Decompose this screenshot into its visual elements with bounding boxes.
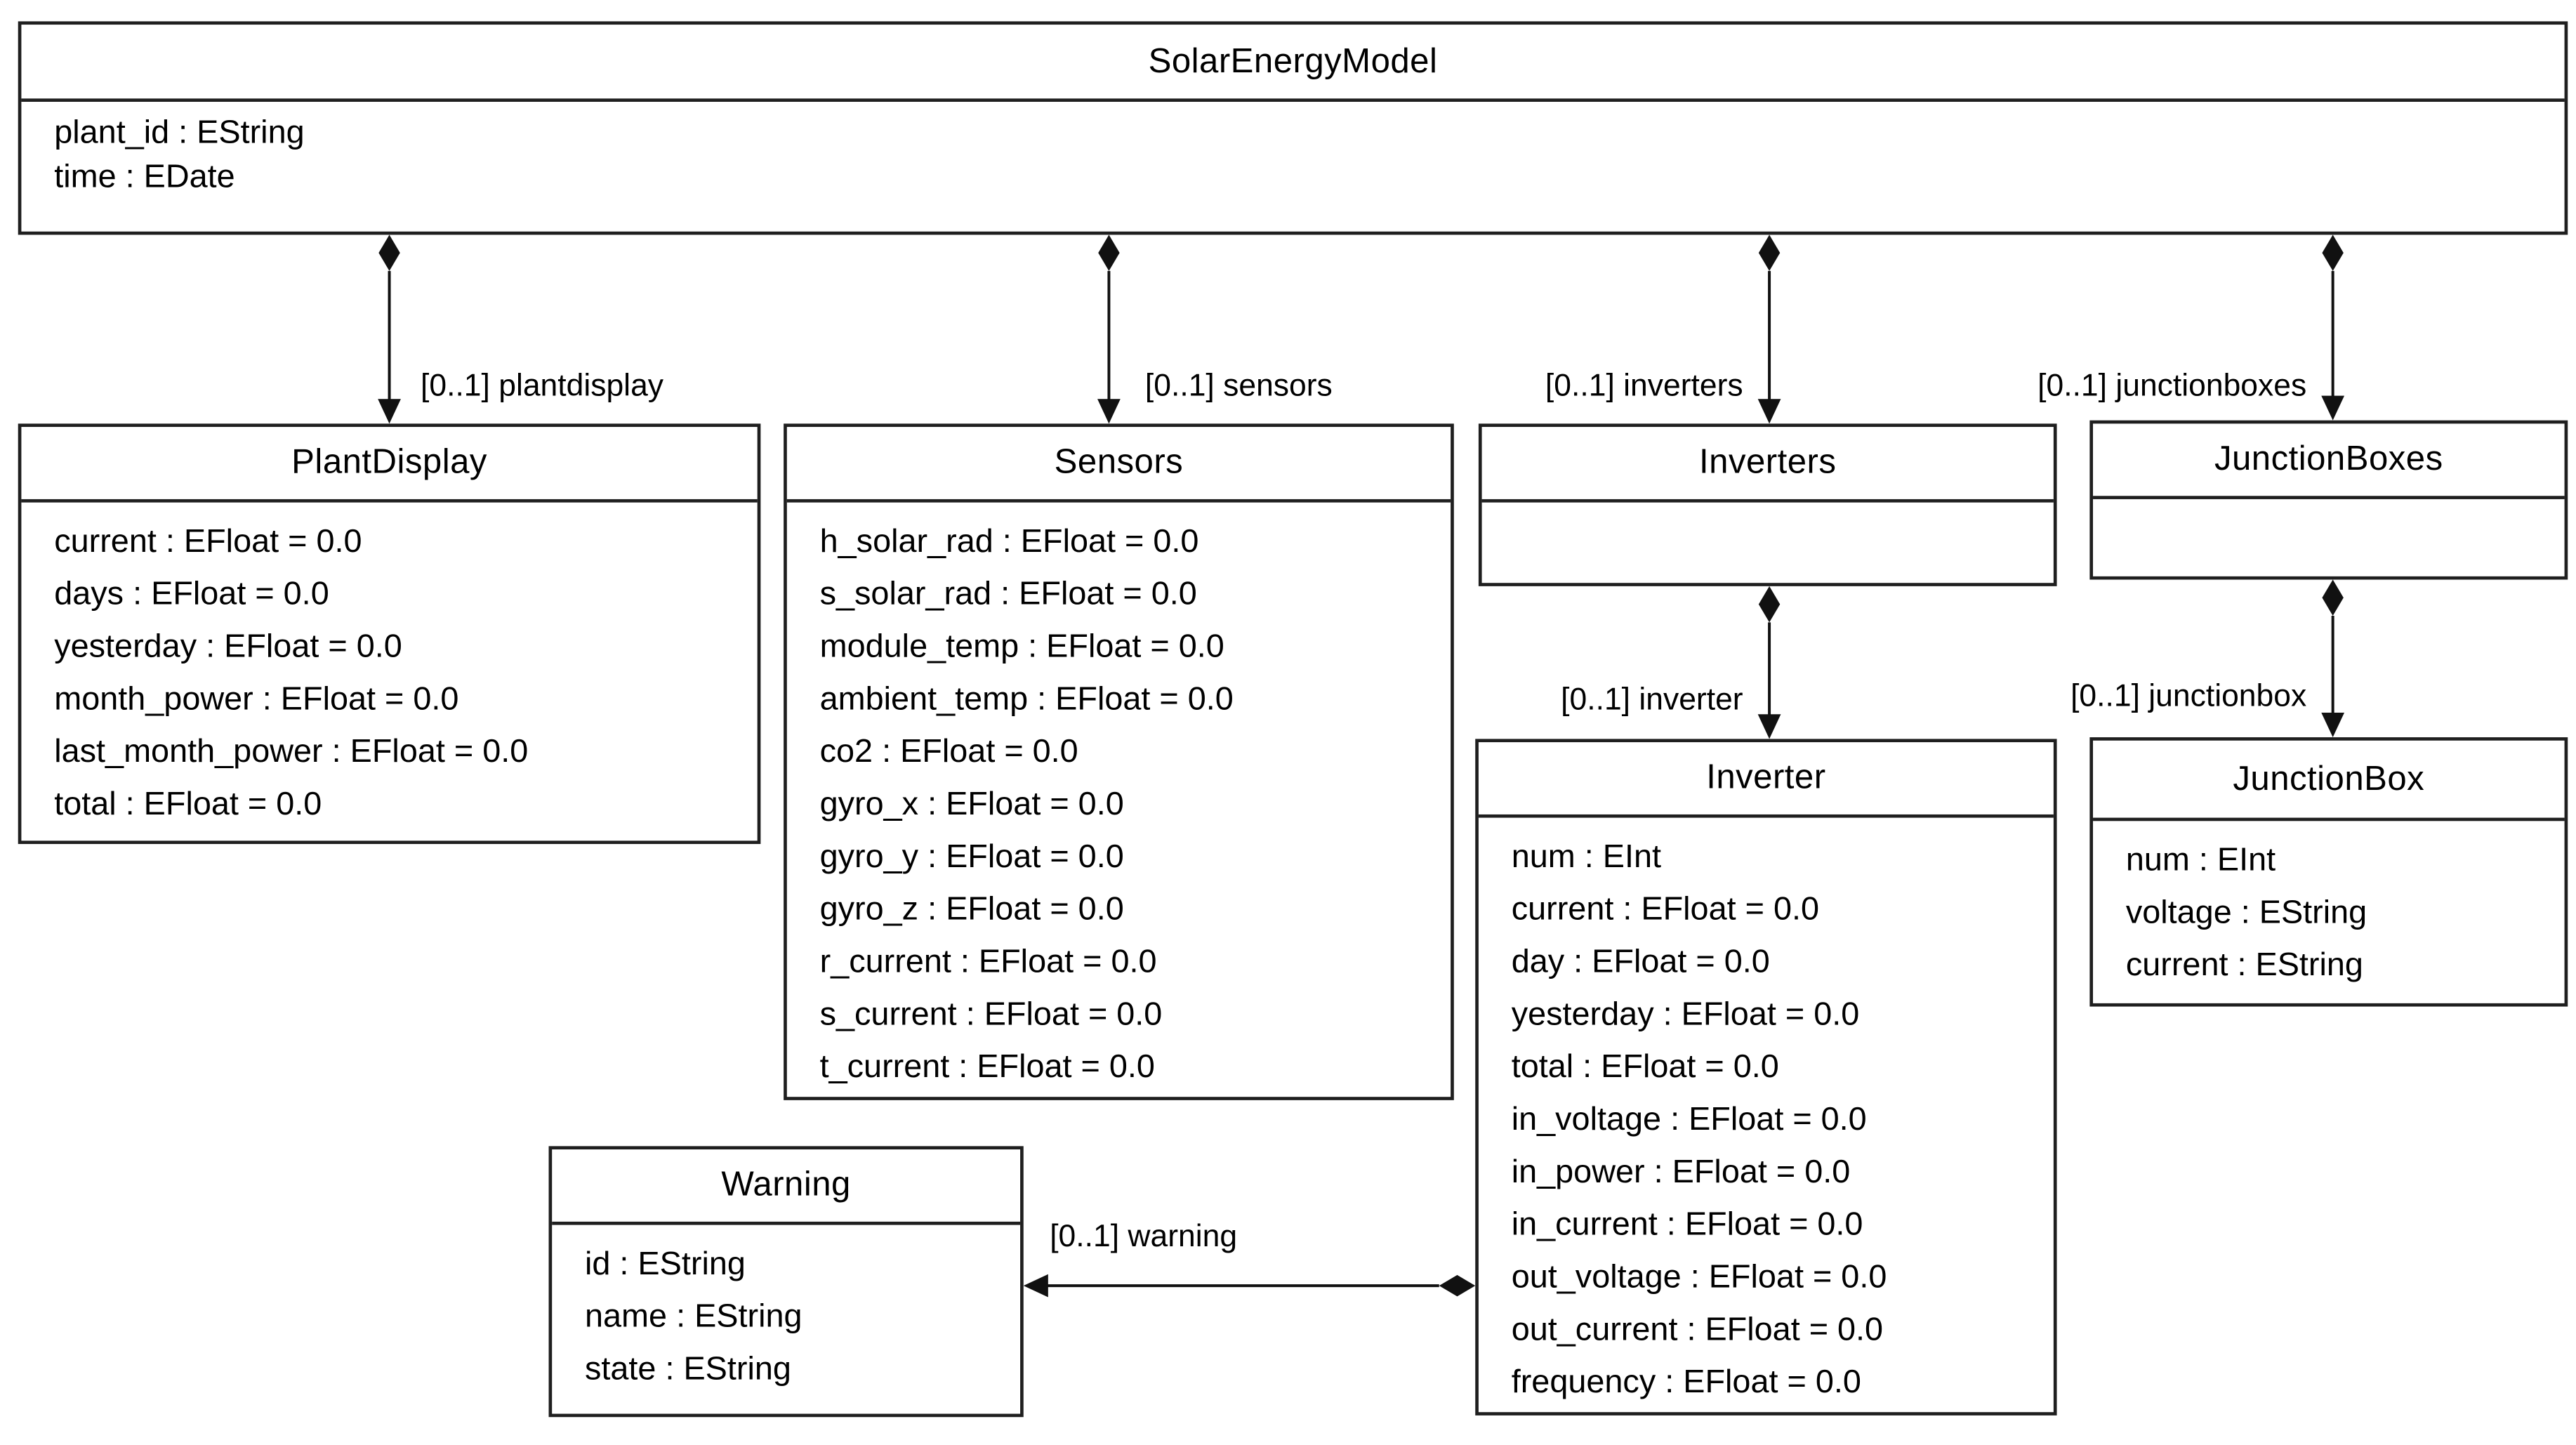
attribute-line: out_voltage : EFloat = 0.0 bbox=[1511, 1259, 1887, 1296]
edge-plantdisplay bbox=[378, 235, 401, 424]
attribute-line: day : EFloat = 0.0 bbox=[1511, 944, 1770, 981]
composition-diamond-icon bbox=[1758, 586, 1781, 623]
class-title: Inverters bbox=[1481, 427, 2054, 503]
attribute-line: in_voltage : EFloat = 0.0 bbox=[1511, 1102, 1867, 1138]
class-title: Warning bbox=[552, 1149, 1021, 1225]
arrowhead-icon bbox=[1757, 714, 1781, 739]
attribute-line: state : EString bbox=[585, 1351, 791, 1388]
attribute-line: frequency : EFloat = 0.0 bbox=[1511, 1364, 1861, 1401]
attribute-line: s_current : EFloat = 0.0 bbox=[819, 996, 1163, 1033]
composition-diamond-icon bbox=[1098, 235, 1120, 271]
attribute-line: current : EFloat = 0.0 bbox=[54, 524, 362, 560]
attribute-line: gyro_y : EFloat = 0.0 bbox=[819, 839, 1124, 876]
composition-diamond-icon bbox=[1439, 1274, 1476, 1297]
edge-junctionbox bbox=[2321, 579, 2345, 738]
class-attributes: id : EString name : EString state : EStrin… bbox=[552, 1225, 1020, 1396]
attribute-line: r_current : EFloat = 0.0 bbox=[819, 944, 1157, 981]
arrowhead-icon bbox=[1023, 1274, 1048, 1298]
edge-junctionboxes bbox=[2321, 235, 2345, 421]
class-warning: Warning id : EString name : EString state … bbox=[548, 1146, 1024, 1418]
class-plantdisplay: PlantDisplay current : EFloat = 0.0 days … bbox=[18, 423, 761, 845]
composition-diamond-icon bbox=[2322, 235, 2344, 271]
edge-label-junctionboxes: [0..1] junctionboxes bbox=[2037, 369, 2307, 404]
attribute-line: name : EString bbox=[585, 1298, 802, 1335]
attribute-line: time : EDate bbox=[54, 159, 235, 196]
attribute-line: num : EInt bbox=[1511, 839, 1662, 876]
attribute-line: id : EString bbox=[585, 1246, 746, 1283]
class-title: PlantDisplay bbox=[21, 427, 758, 503]
attribute-line: s_solar_rad : EFloat = 0.0 bbox=[819, 576, 1197, 613]
attribute-line: voltage : EString bbox=[2125, 895, 2367, 931]
attribute-line: plant_id : EString bbox=[54, 114, 305, 152]
class-junctionboxes: JunctionBoxes bbox=[2089, 420, 2568, 580]
class-inverter: Inverter num : EInt current : EFloat = 0.… bbox=[1475, 739, 2057, 1416]
arrowhead-icon bbox=[1097, 399, 1121, 424]
attribute-line: in_current : EFloat = 0.0 bbox=[1511, 1206, 1863, 1243]
attribute-line: current : EString bbox=[2125, 947, 2363, 984]
attribute-line: yesterday : EFloat = 0.0 bbox=[54, 628, 402, 666]
attribute-line: days : EFloat = 0.0 bbox=[54, 576, 329, 613]
edge-label-inverters: [0..1] inverters bbox=[1545, 369, 1743, 404]
class-title: Inverter bbox=[1478, 742, 2054, 818]
arrowhead-icon bbox=[1757, 399, 1781, 424]
edge-inverter bbox=[1757, 586, 1781, 739]
composition-diamond-icon bbox=[378, 235, 400, 271]
attribute-line: module_temp : EFloat = 0.0 bbox=[819, 628, 1224, 666]
class-solarenergymodel: SolarEnergyModel plant_id : EString time … bbox=[18, 21, 2568, 235]
edge-label-inverter: [0..1] inverter bbox=[1561, 682, 1743, 718]
edge-label-sensors: [0..1] sensors bbox=[1144, 369, 1333, 404]
class-inverters: Inverters bbox=[1478, 423, 2057, 586]
attribute-line: gyro_x : EFloat = 0.0 bbox=[819, 786, 1124, 823]
class-attributes bbox=[2093, 499, 2565, 513]
class-attributes bbox=[1482, 503, 2054, 516]
class-title: SolarEnergyModel bbox=[21, 25, 2565, 102]
class-attributes: current : EFloat = 0.0 days : EFloat = 0.… bbox=[21, 503, 757, 831]
attribute-line: co2 : EFloat = 0.0 bbox=[819, 734, 1078, 770]
attribute-line: last_month_power : EFloat = 0.0 bbox=[54, 734, 529, 770]
arrowhead-icon bbox=[2321, 712, 2345, 738]
class-attributes: h_solar_rad : EFloat = 0.0 s_solar_rad : … bbox=[787, 503, 1451, 1094]
attribute-line: in_power : EFloat = 0.0 bbox=[1511, 1154, 1851, 1191]
class-junctionbox: JunctionBox num : EInt voltage : EString c… bbox=[2089, 737, 2568, 1007]
attribute-line: gyro_z : EFloat = 0.0 bbox=[819, 891, 1124, 928]
edge-warning bbox=[1023, 1274, 1476, 1298]
composition-diamond-icon bbox=[1758, 235, 1781, 271]
class-attributes: plant_id : EString time : EDate bbox=[21, 102, 2564, 200]
attribute-line: ambient_temp : EFloat = 0.0 bbox=[819, 681, 1234, 718]
attribute-line: yesterday : EFloat = 0.0 bbox=[1511, 996, 1860, 1033]
composition-diamond-icon bbox=[2322, 579, 2344, 616]
edge-label-warning: [0..1] warning bbox=[1050, 1220, 1238, 1255]
attribute-line: month_power : EFloat = 0.0 bbox=[54, 681, 459, 718]
class-attributes: num : EInt voltage : EString current : ESt… bbox=[2093, 821, 2565, 991]
arrowhead-icon bbox=[2321, 395, 2345, 421]
edge-inverters bbox=[1757, 235, 1781, 424]
class-title: Sensors bbox=[786, 427, 1451, 503]
class-title: JunctionBox bbox=[2093, 741, 2565, 822]
attribute-line: out_current : EFloat = 0.0 bbox=[1511, 1312, 1884, 1348]
edge-sensors bbox=[1097, 235, 1121, 424]
edge-label-plantdisplay: [0..1] plantdisplay bbox=[421, 369, 664, 404]
edge-label-junctionbox: [0..1] junctionbox bbox=[2070, 680, 2307, 715]
class-attributes: num : EInt current : EFloat = 0.0 day : EF… bbox=[1479, 818, 2054, 1409]
class-title: JunctionBoxes bbox=[2093, 423, 2565, 499]
arrowhead-icon bbox=[378, 399, 401, 424]
attribute-line: h_solar_rad : EFloat = 0.0 bbox=[819, 524, 1199, 560]
attribute-line: total : EFloat = 0.0 bbox=[54, 786, 322, 823]
attribute-line: t_current : EFloat = 0.0 bbox=[819, 1049, 1155, 1086]
attribute-line: total : EFloat = 0.0 bbox=[1511, 1049, 1779, 1086]
attribute-line: current : EFloat = 0.0 bbox=[1511, 891, 1820, 928]
class-sensors: Sensors h_solar_rad : EFloat = 0.0 s_sola… bbox=[784, 423, 1454, 1100]
attribute-line: num : EInt bbox=[2125, 842, 2276, 879]
